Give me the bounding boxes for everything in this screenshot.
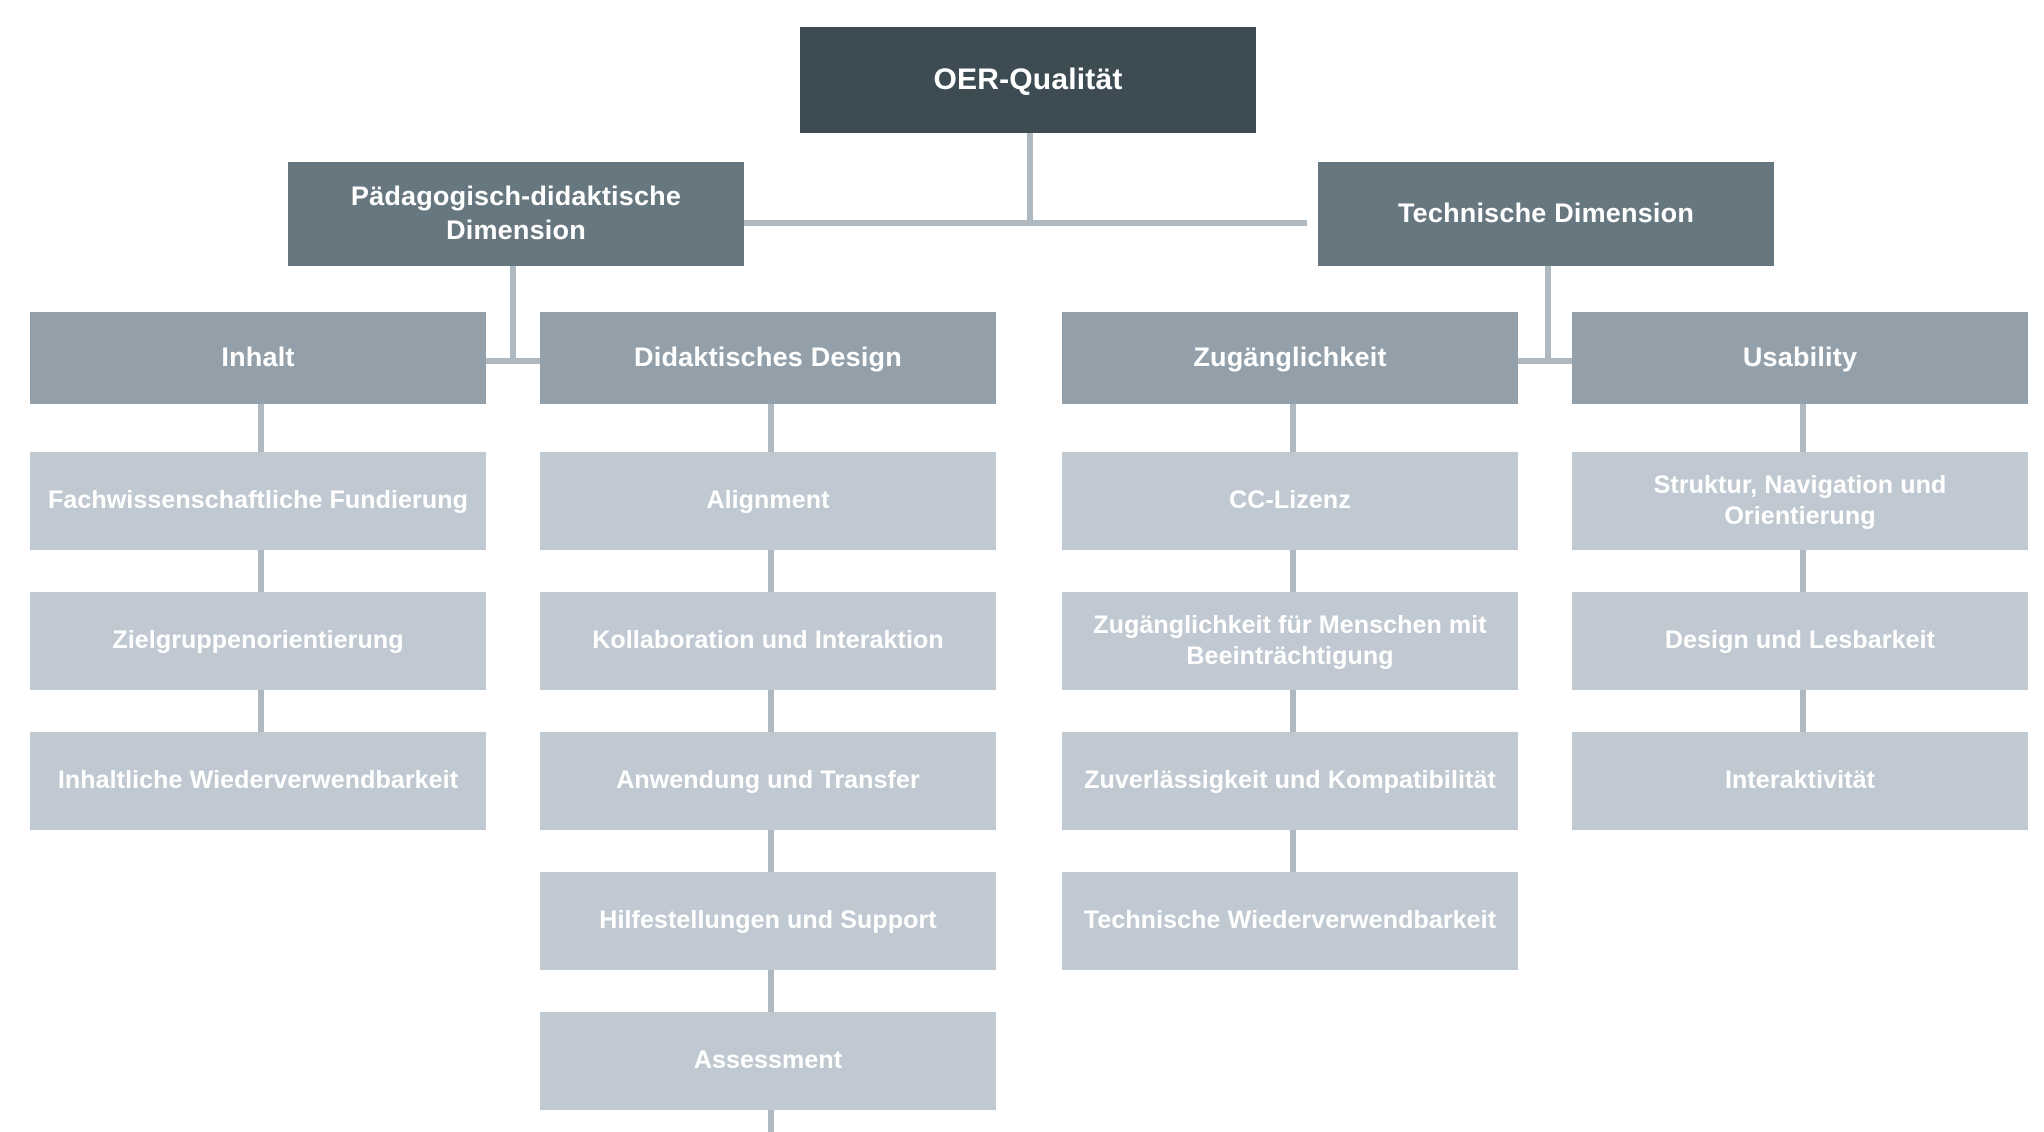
node-criterion-fachwissenschaftliche-fundierung[interactable]: Fachwissenschaftliche Fundierung bbox=[30, 452, 486, 550]
node-category-zugaenglichkeit[interactable]: Zugänglichkeit bbox=[1062, 312, 1518, 404]
node-criterion-hilfestellungen-und-support[interactable]: Hilfestellungen und Support bbox=[540, 872, 996, 970]
node-paedagogisch-didaktische-dimension[interactable]: Pädagogisch-didaktische Dimension bbox=[288, 162, 744, 266]
node-criterion-anwendung-und-transfer[interactable]: Anwendung und Transfer bbox=[540, 732, 996, 830]
connector-tech-category-bar bbox=[1290, 358, 1800, 364]
node-criterion-technische-wiederverwendbarkeit[interactable]: Technische Wiederverwendbarkeit bbox=[1062, 872, 1518, 970]
connector-paed-down bbox=[510, 266, 516, 364]
node-category-inhalt[interactable]: Inhalt bbox=[30, 312, 486, 404]
node-criterion-assessment[interactable]: Assessment bbox=[540, 1012, 996, 1110]
node-technische-dimension[interactable]: Technische Dimension bbox=[1318, 162, 1774, 266]
node-criterion-alignment[interactable]: Alignment bbox=[540, 452, 996, 550]
connector-tech-down bbox=[1545, 266, 1551, 364]
node-criterion-struktur-navigation-und-orientierung[interactable]: Struktur, Navigation und Orientierung bbox=[1572, 452, 2028, 550]
node-criterion-kollaboration-und-interaktion[interactable]: Kollaboration und Interaktion bbox=[540, 592, 996, 690]
node-category-usability[interactable]: Usability bbox=[1572, 312, 2028, 404]
node-criterion-interaktivitaet[interactable]: Interaktivität bbox=[1572, 732, 2028, 830]
node-criterion-design-und-lesbarkeit[interactable]: Design und Lesbarkeit bbox=[1572, 592, 2028, 690]
node-criterion-zuverlaessigkeit-und-kompatibilitaet[interactable]: Zuverlässigkeit und Kompatibilität bbox=[1062, 732, 1518, 830]
node-criterion-cc-lizenz[interactable]: CC-Lizenz bbox=[1062, 452, 1518, 550]
node-criterion-zugaenglichkeit-fuer-menschen-mit-beeintraechtigung[interactable]: Zugänglichkeit für Menschen mit Beeinträ… bbox=[1062, 592, 1518, 690]
node-oer-qualitaet[interactable]: OER-Qualität bbox=[800, 27, 1256, 133]
node-category-didaktisches-design[interactable]: Didaktisches Design bbox=[540, 312, 996, 404]
connector-dimension-spine bbox=[737, 220, 1307, 226]
node-criterion-zielgruppenorientierung[interactable]: Zielgruppenorientierung bbox=[30, 592, 486, 690]
connector-root-down bbox=[1027, 133, 1033, 223]
node-criterion-inhaltliche-wiederverwendbarkeit[interactable]: Inhaltliche Wiederverwendbarkeit bbox=[30, 732, 486, 830]
connector-paed-category-bar bbox=[258, 358, 768, 364]
